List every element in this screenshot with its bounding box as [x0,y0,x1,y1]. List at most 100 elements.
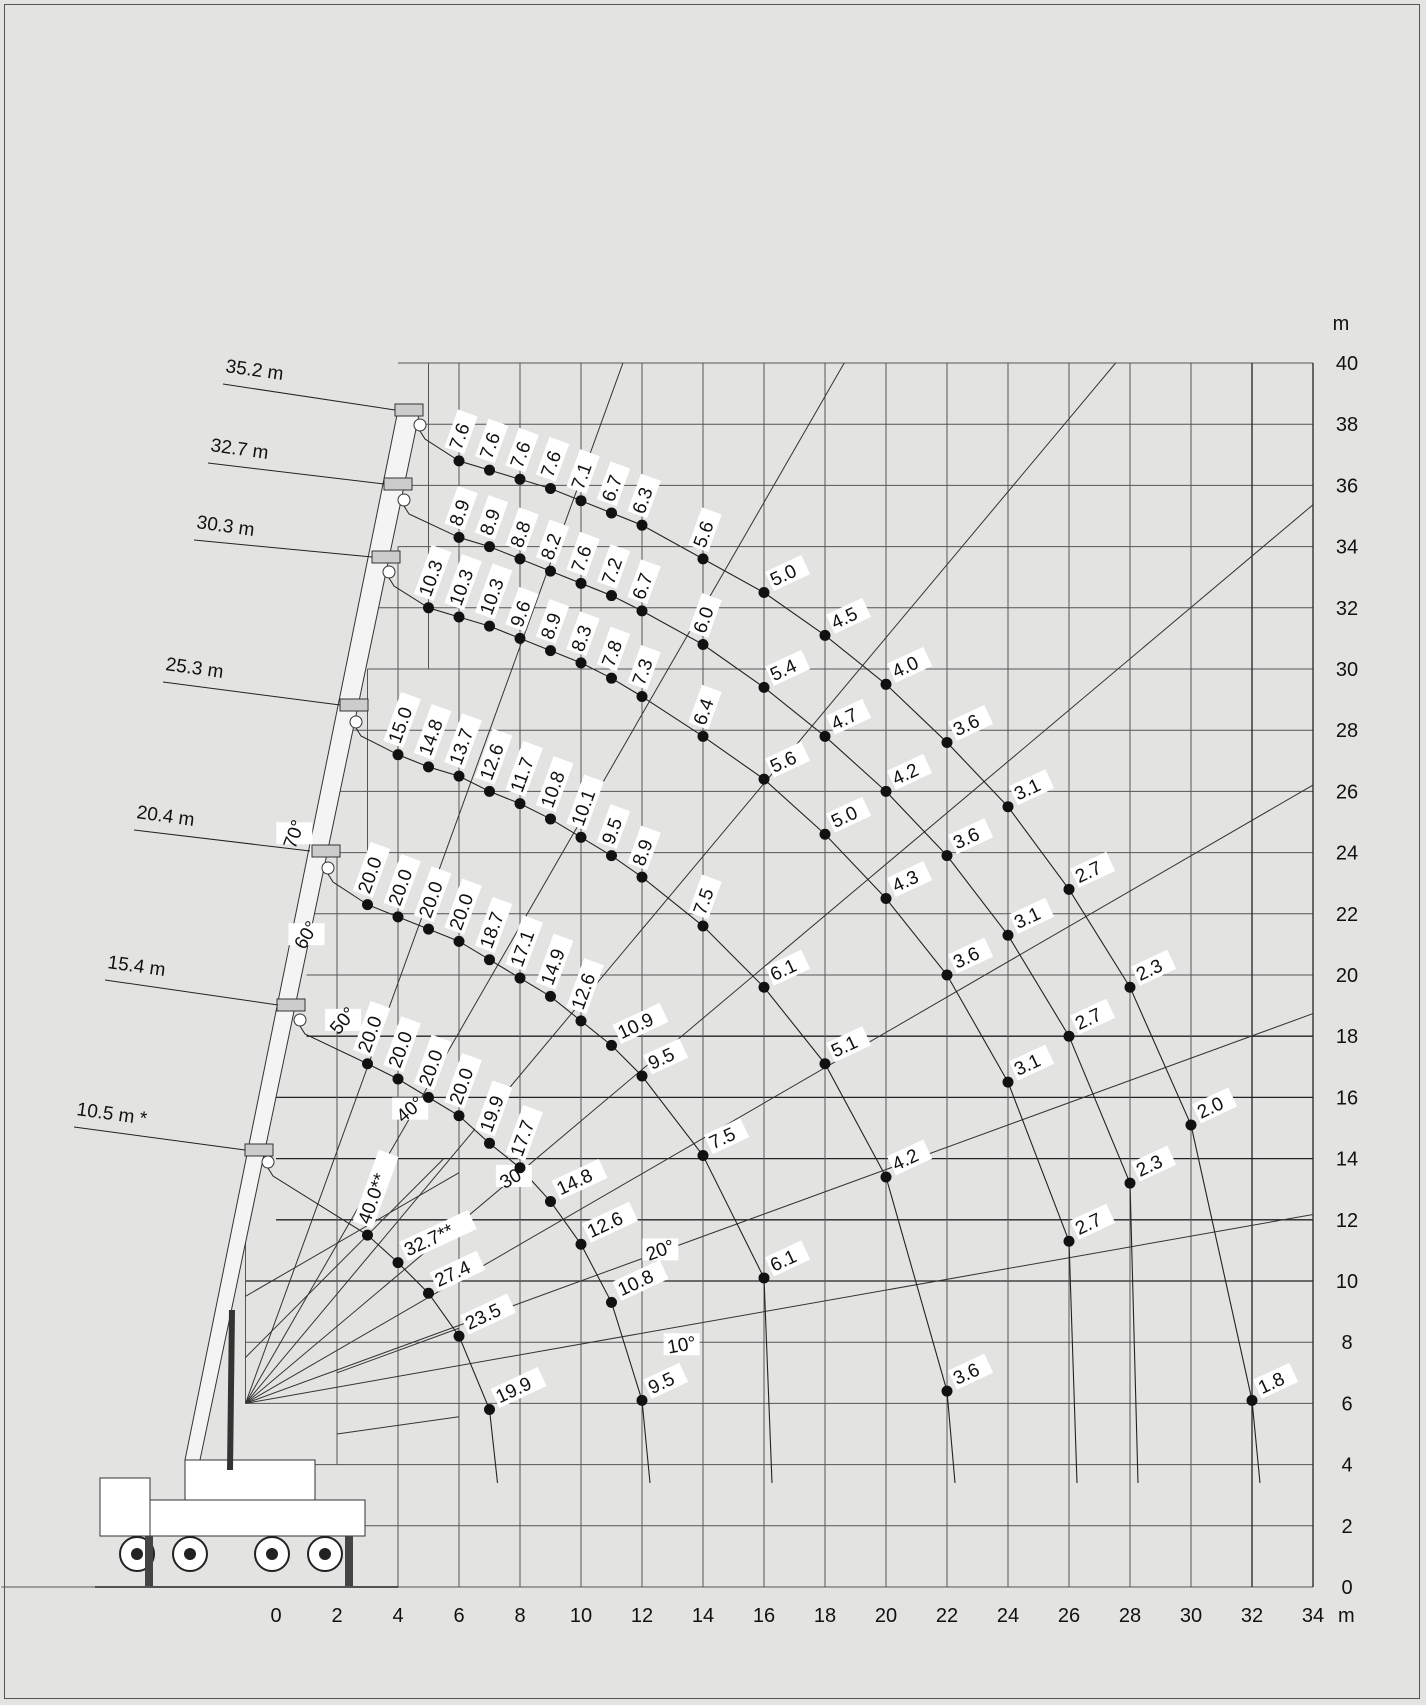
load-label: 20.0 [385,867,417,909]
load-point [1185,1119,1197,1131]
load-point [636,1070,648,1082]
radius-arc [458,536,1139,1483]
load-label-bg [688,874,722,920]
load-label-bg [566,449,600,494]
load-point [1246,1394,1258,1406]
x-tick-label: 18 [814,1605,836,1627]
load-label-bg [1192,1087,1238,1124]
load-point [697,1150,709,1162]
y-tick-label: 18 [1336,1026,1358,1048]
load-point [453,455,465,467]
load-point [697,730,709,742]
load-label: 20.0 [446,891,478,933]
load-label-bg [704,1118,750,1155]
y-tick-label: 30 [1336,659,1358,681]
hook-line [388,577,429,609]
load-label-bg [826,597,872,634]
load-label-bg [505,427,539,473]
boom-section-head [371,550,401,564]
load-label-bg [688,592,722,638]
load-point [545,645,556,657]
load-label: 17.7 [507,1118,539,1160]
load-point [941,969,953,981]
boom-length-label: 25.3 m [164,654,224,683]
angle-label: 50° [326,1003,361,1039]
load-point [423,1091,434,1103]
angle-label-bg [276,822,313,845]
load-point [453,770,465,782]
load-label-bg [490,1366,547,1408]
y-tick-label: 22 [1336,904,1358,926]
radius-arcs [367,460,1261,1484]
load-point [575,577,587,589]
y-tick-label: 0 [1341,1577,1352,1599]
load-label-bg [596,461,631,507]
load-label-bg [627,559,661,605]
load-label: 14.9 [537,946,569,988]
wheel-hub [319,1548,331,1560]
load-point [484,954,495,966]
x-tick-label: 32 [1241,1605,1263,1627]
load-label-bg [948,704,994,741]
load-label: 10.3 [476,576,508,618]
hook-block [261,1155,275,1169]
load-label: 10.1 [568,787,600,829]
boom-section-head [394,403,424,417]
load-point [1063,1030,1075,1042]
load-point [941,1385,953,1397]
load-label-bg [765,741,811,778]
boom-length-leader [162,681,341,706]
load-point [514,473,526,485]
load-label-bg [1009,897,1055,934]
x-tick-label: 30 [1180,1605,1202,1627]
load-label-bg [535,599,570,644]
x-tick-label: 22 [936,1605,958,1627]
load-label-bg [1009,1044,1055,1081]
x-tick-label: 28 [1119,1605,1141,1627]
load-label: 10.8 [537,769,569,811]
load-label-bg [352,1149,399,1229]
load-point [423,761,434,773]
load-label-bg [474,418,509,464]
radius-arc [367,1234,499,1484]
load-label: 20.0 [385,1029,417,1071]
angle-ray [245,1013,1314,1404]
boom-length-label: 20.4 m [135,802,195,831]
hook-line [403,505,460,538]
y-tick-label: 8 [1341,1332,1352,1354]
load-point [575,1238,587,1250]
y-tick-label: 36 [1336,475,1358,497]
load-label-bg [474,896,513,953]
boom-section-head [276,998,306,1012]
load-point [636,519,648,531]
angle-label-bg [642,1238,679,1261]
load-point [484,620,495,632]
boom-length-leader [193,539,373,558]
load-label: 10.3 [415,558,447,600]
boom-length-label: 15.4 m [106,952,166,981]
x-tick-label: 0 [270,1605,281,1627]
load-label-bg [505,915,543,972]
hatch-ray [336,1416,460,1435]
load-label-bg [413,866,452,923]
y-tick-label: 26 [1336,781,1358,803]
cab [99,1477,151,1537]
y-tick-label: 12 [1336,1210,1358,1232]
load-point [636,871,648,883]
boom-length-leader [104,979,279,1006]
y-tick-label: 10 [1336,1271,1358,1293]
x-tick-label: 4 [392,1605,403,1627]
load-label: 40.0** [354,1170,392,1226]
load-point [636,1394,648,1406]
load-label-bg [612,1259,669,1301]
x-tick-label: 10 [570,1605,592,1627]
load-label-bg [826,1026,872,1063]
load-point [545,813,556,825]
grid [1,362,1314,1588]
load-label-bg [1070,998,1116,1035]
hook-block [293,1013,307,1027]
angle-label-bg [392,1097,429,1120]
load-point [758,587,770,598]
load-point [758,1272,770,1284]
load-point [484,541,495,553]
